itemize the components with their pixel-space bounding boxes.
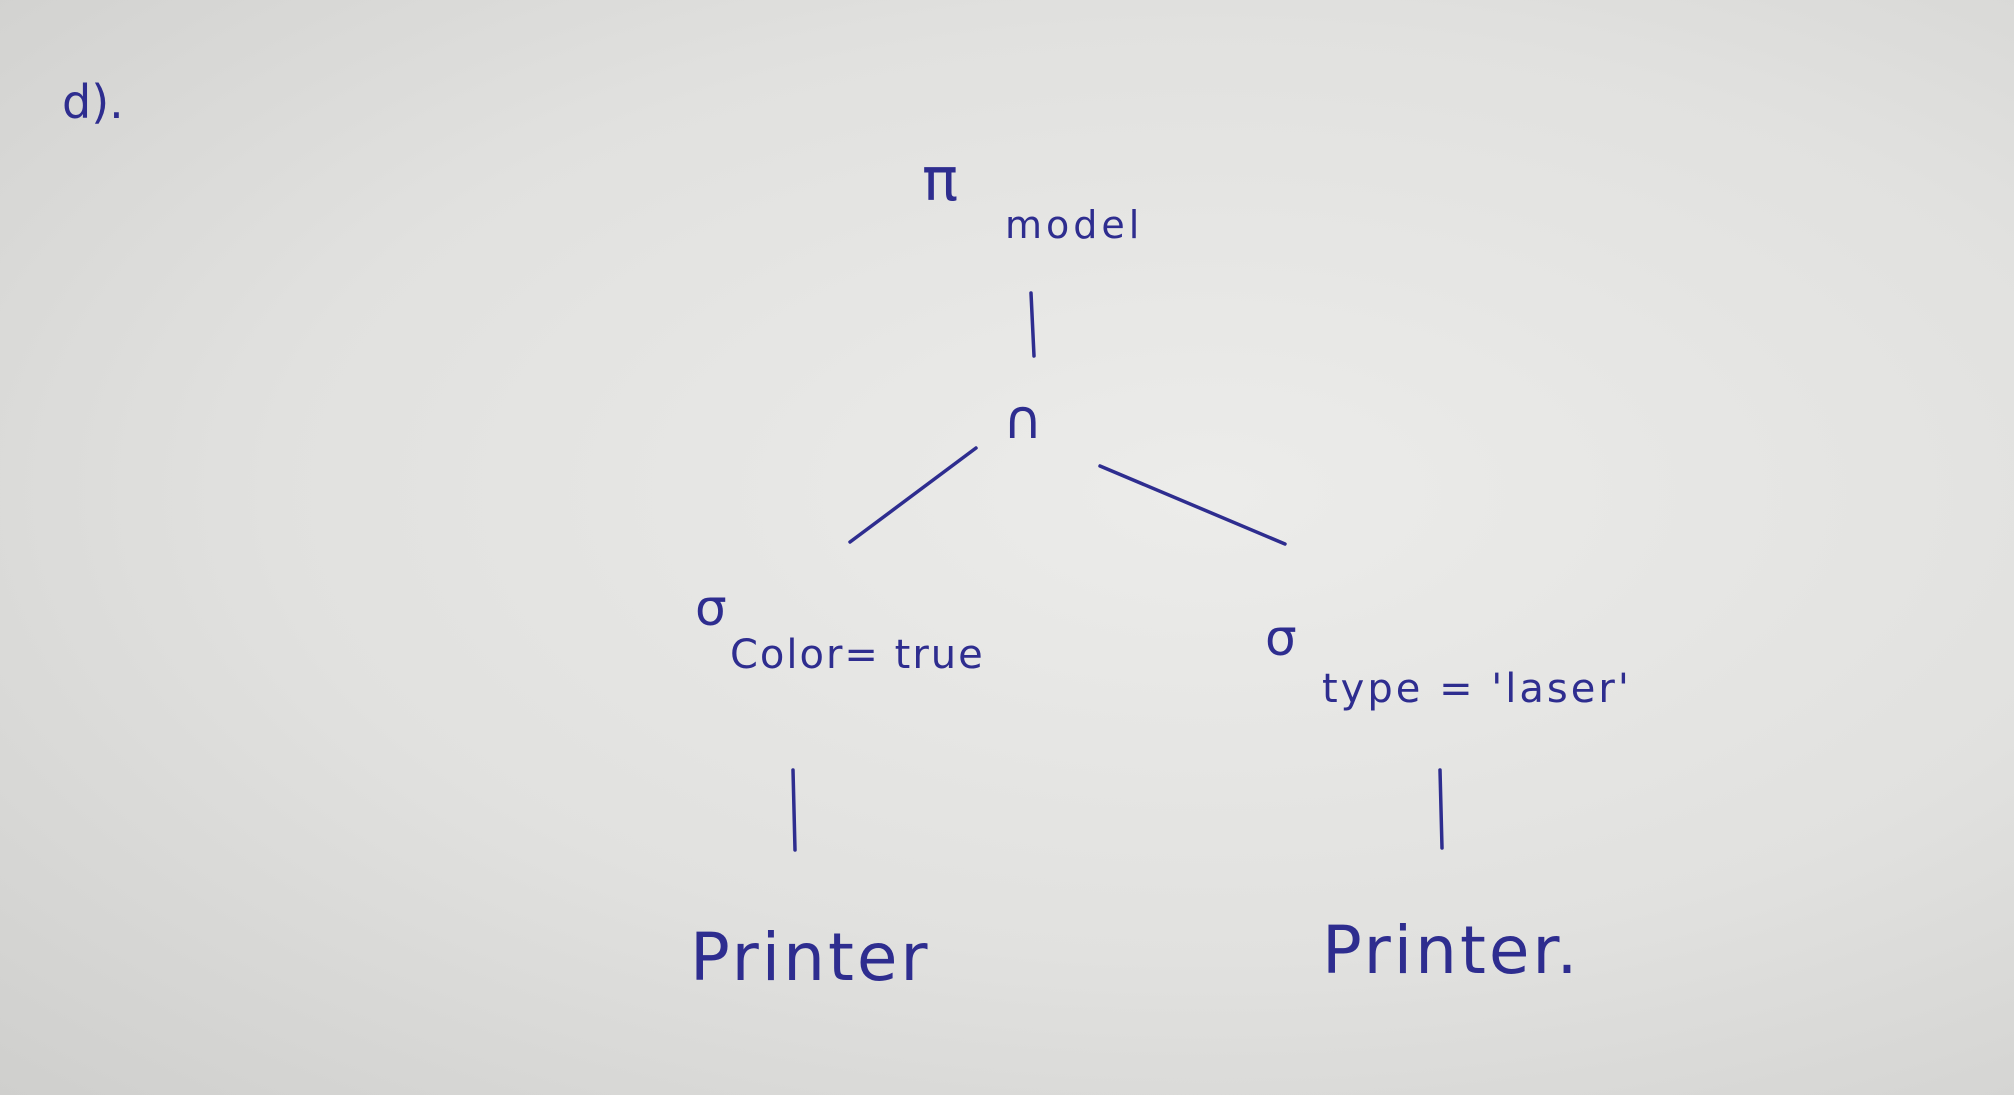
part-label: d). — [62, 75, 124, 129]
edge-left-selection-to-relation — [791, 768, 797, 852]
projection-attribute: model — [1005, 203, 1143, 247]
right-relation: Printer. — [1322, 912, 1580, 989]
right-selection-symbol: σ — [1265, 609, 1297, 667]
edge-root-to-intersection — [1029, 291, 1036, 358]
edge-intersection-to-right — [1098, 464, 1287, 546]
left-selection-symbol: σ — [695, 579, 727, 637]
edge-intersection-to-left — [848, 446, 978, 544]
projection-symbol: π — [922, 145, 958, 215]
intersection-symbol: ∩ — [1003, 388, 1043, 451]
left-relation: Printer — [690, 919, 931, 996]
left-selection-condition: Color= true — [730, 632, 985, 678]
edge-right-selection-to-relation — [1438, 768, 1444, 850]
right-selection-condition: type = 'laser' — [1322, 666, 1632, 712]
